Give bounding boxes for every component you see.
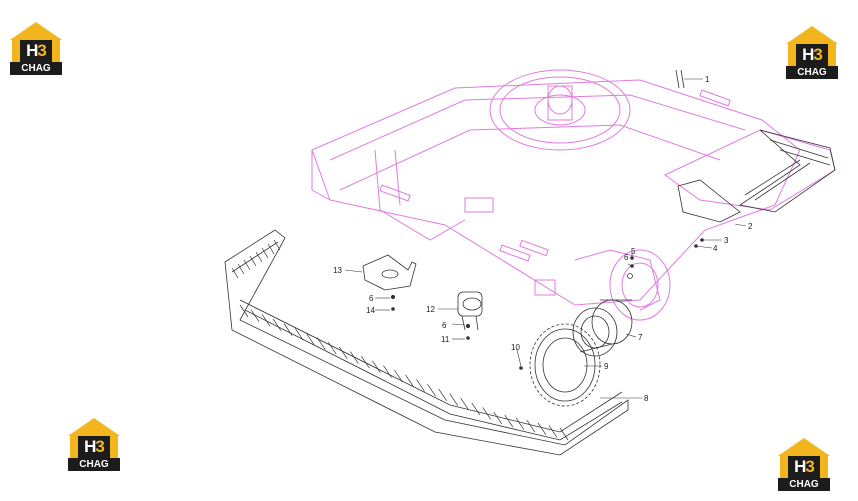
callout-12: 12: [426, 305, 435, 314]
callout-14: 14: [366, 306, 375, 315]
upper-track-segment: [738, 129, 836, 213]
pin: [675, 69, 685, 89]
track-shoe: [283, 323, 293, 336]
track-shoe: [273, 239, 281, 251]
track-shoe: [482, 407, 492, 420]
brand-logo-top-left: H3 CHAG: [8, 22, 64, 78]
track-shoe: [250, 309, 260, 322]
track-shoe: [559, 427, 569, 441]
track-shoe: [267, 243, 275, 255]
track-shoe: [471, 402, 481, 415]
track-chain: [224, 229, 629, 456]
track-shoe: [493, 411, 503, 425]
callout-10: 10: [511, 343, 520, 352]
logo-brand-text: CHAG: [10, 62, 62, 75]
logo-brand-text: CHAG: [786, 66, 838, 79]
guard-plate: [677, 179, 741, 223]
track-shoe: [416, 379, 425, 392]
track-shoe: [515, 417, 525, 430]
logo-brand-text: CHAG: [68, 458, 120, 471]
track-shoe: [504, 414, 514, 428]
track-shoe: [327, 342, 337, 355]
logo-roof: [786, 26, 838, 44]
track-shoe: [460, 397, 469, 411]
track-shoe: [350, 351, 359, 364]
brand-logo-top-right: H3 CHAG: [784, 26, 840, 82]
logo-mark: H3: [788, 456, 820, 478]
track-shoe: [237, 263, 245, 275]
track-shoe: [526, 420, 536, 433]
track-shoe: [243, 259, 251, 271]
track-shoe: [548, 425, 558, 438]
track-shoe: [339, 346, 348, 360]
track-shoe: [261, 314, 271, 327]
logo-mark: H3: [78, 436, 110, 458]
sprocket: [529, 323, 601, 407]
carrier-roller: [457, 291, 483, 331]
logo-roof: [10, 22, 62, 40]
callout-3: 3: [724, 236, 729, 245]
track-shoe: [449, 393, 458, 406]
fasteners: [390, 238, 704, 370]
callout-7: 7: [638, 333, 643, 342]
track-shoe: [249, 255, 257, 267]
track-shoe: [427, 383, 436, 397]
logo-mark: H3: [796, 44, 828, 66]
track-shoe: [255, 251, 263, 263]
track-shoe: [261, 247, 269, 259]
logo-brand-text: CHAG: [778, 478, 830, 491]
callout-1: 1: [705, 75, 710, 84]
track-shoe: [405, 374, 414, 388]
callout-labels: 1 2 3 4 5 6 7 8 9 10 11 12 13 14 6 6: [333, 75, 753, 403]
track-shoes: [231, 239, 569, 441]
callout-11: 11: [441, 335, 450, 344]
callout-6b: 6: [369, 294, 374, 303]
track-shoe: [231, 267, 239, 279]
track-shoe: [537, 422, 547, 436]
track-shoe: [239, 304, 249, 318]
track-frame: [311, 69, 836, 321]
callout-13: 13: [333, 266, 342, 275]
track-shoe: [294, 328, 304, 341]
logo-mark: H3: [20, 40, 52, 62]
brand-logo-bottom-left: H3 CHAG: [66, 418, 122, 474]
logo-roof: [68, 418, 120, 436]
travel-motor: [572, 273, 633, 357]
callout-8: 8: [644, 394, 649, 403]
callout-2: 2: [748, 222, 753, 231]
track-shoe: [305, 332, 315, 346]
callout-6a: 6: [624, 253, 629, 262]
track-shoe: [316, 337, 326, 350]
track-shoe: [372, 360, 381, 374]
callout-6c: 6: [442, 321, 447, 330]
track-shoe: [383, 365, 392, 378]
bracket: [362, 254, 417, 291]
track-shoe: [361, 356, 370, 369]
track-shoe: [438, 388, 447, 401]
callout-5: 5: [631, 247, 636, 256]
track-shoe: [272, 318, 282, 332]
callout-4: 4: [713, 244, 718, 253]
track-shoe: [394, 369, 403, 383]
logo-roof: [778, 438, 830, 456]
callout-leaders: [344, 78, 747, 399]
callout-9: 9: [604, 362, 609, 371]
brand-logo-bottom-right: H3 CHAG: [776, 438, 832, 494]
